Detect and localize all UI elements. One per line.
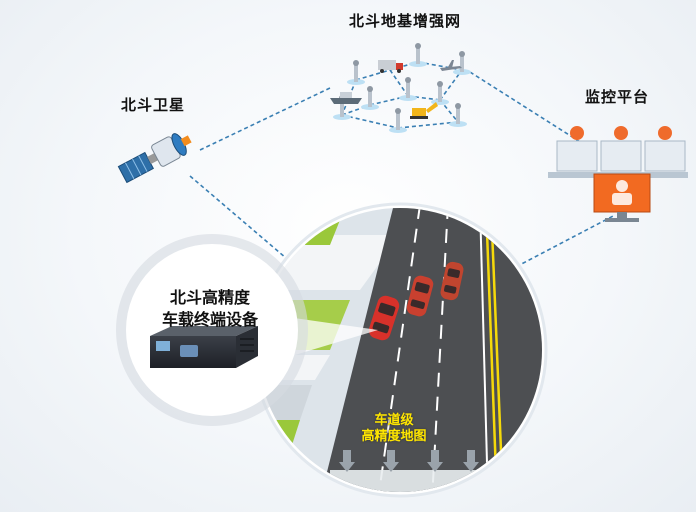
link-network-platform — [469, 71, 586, 146]
plane-icon — [440, 60, 462, 71]
ship-icon — [330, 92, 362, 104]
lane-arrow-icon — [339, 450, 479, 472]
yellow-lane-line — [484, 208, 499, 492]
monitor-operator-icon — [644, 126, 686, 172]
link-satellite-network — [199, 87, 331, 151]
map-title-line1: 车道级 — [374, 412, 414, 427]
monitor-platform-title: 监控平台 — [585, 89, 650, 106]
base-station-icon — [453, 51, 471, 75]
satellite-icon — [117, 133, 192, 184]
truck-icon — [378, 60, 403, 73]
link-vehicle-platform — [509, 214, 616, 271]
base-station-icon — [431, 81, 449, 105]
base-station-icon — [399, 77, 417, 101]
car-icon — [440, 261, 464, 301]
ground-network — [330, 43, 471, 133]
base-station-icon — [449, 103, 467, 127]
map-title-line2: 高精度地图 — [361, 428, 427, 443]
car-icon — [406, 275, 434, 317]
link-satellite-vehicle — [189, 175, 301, 271]
monitor-operator-icon — [556, 126, 598, 172]
base-station-icon — [347, 60, 365, 85]
device-title-line2: 车载终端设备 — [161, 312, 258, 329]
lane-map — [258, 208, 542, 492]
base-station-icon — [389, 108, 407, 133]
monitor-platform — [548, 126, 688, 222]
terminal-device-icon — [150, 326, 258, 368]
monitor-operator-icon — [593, 173, 651, 222]
monitor-operator-icon — [600, 126, 642, 172]
excavator-icon — [410, 102, 438, 119]
satellite-title: 北斗卫星 — [121, 97, 186, 114]
device-title-line1: 北斗高精度 — [169, 290, 250, 307]
base-station-icon — [409, 43, 427, 67]
ground-network-title: 北斗地基增强网 — [349, 13, 462, 30]
car-icon — [368, 295, 400, 341]
base-station-icon — [361, 86, 379, 110]
